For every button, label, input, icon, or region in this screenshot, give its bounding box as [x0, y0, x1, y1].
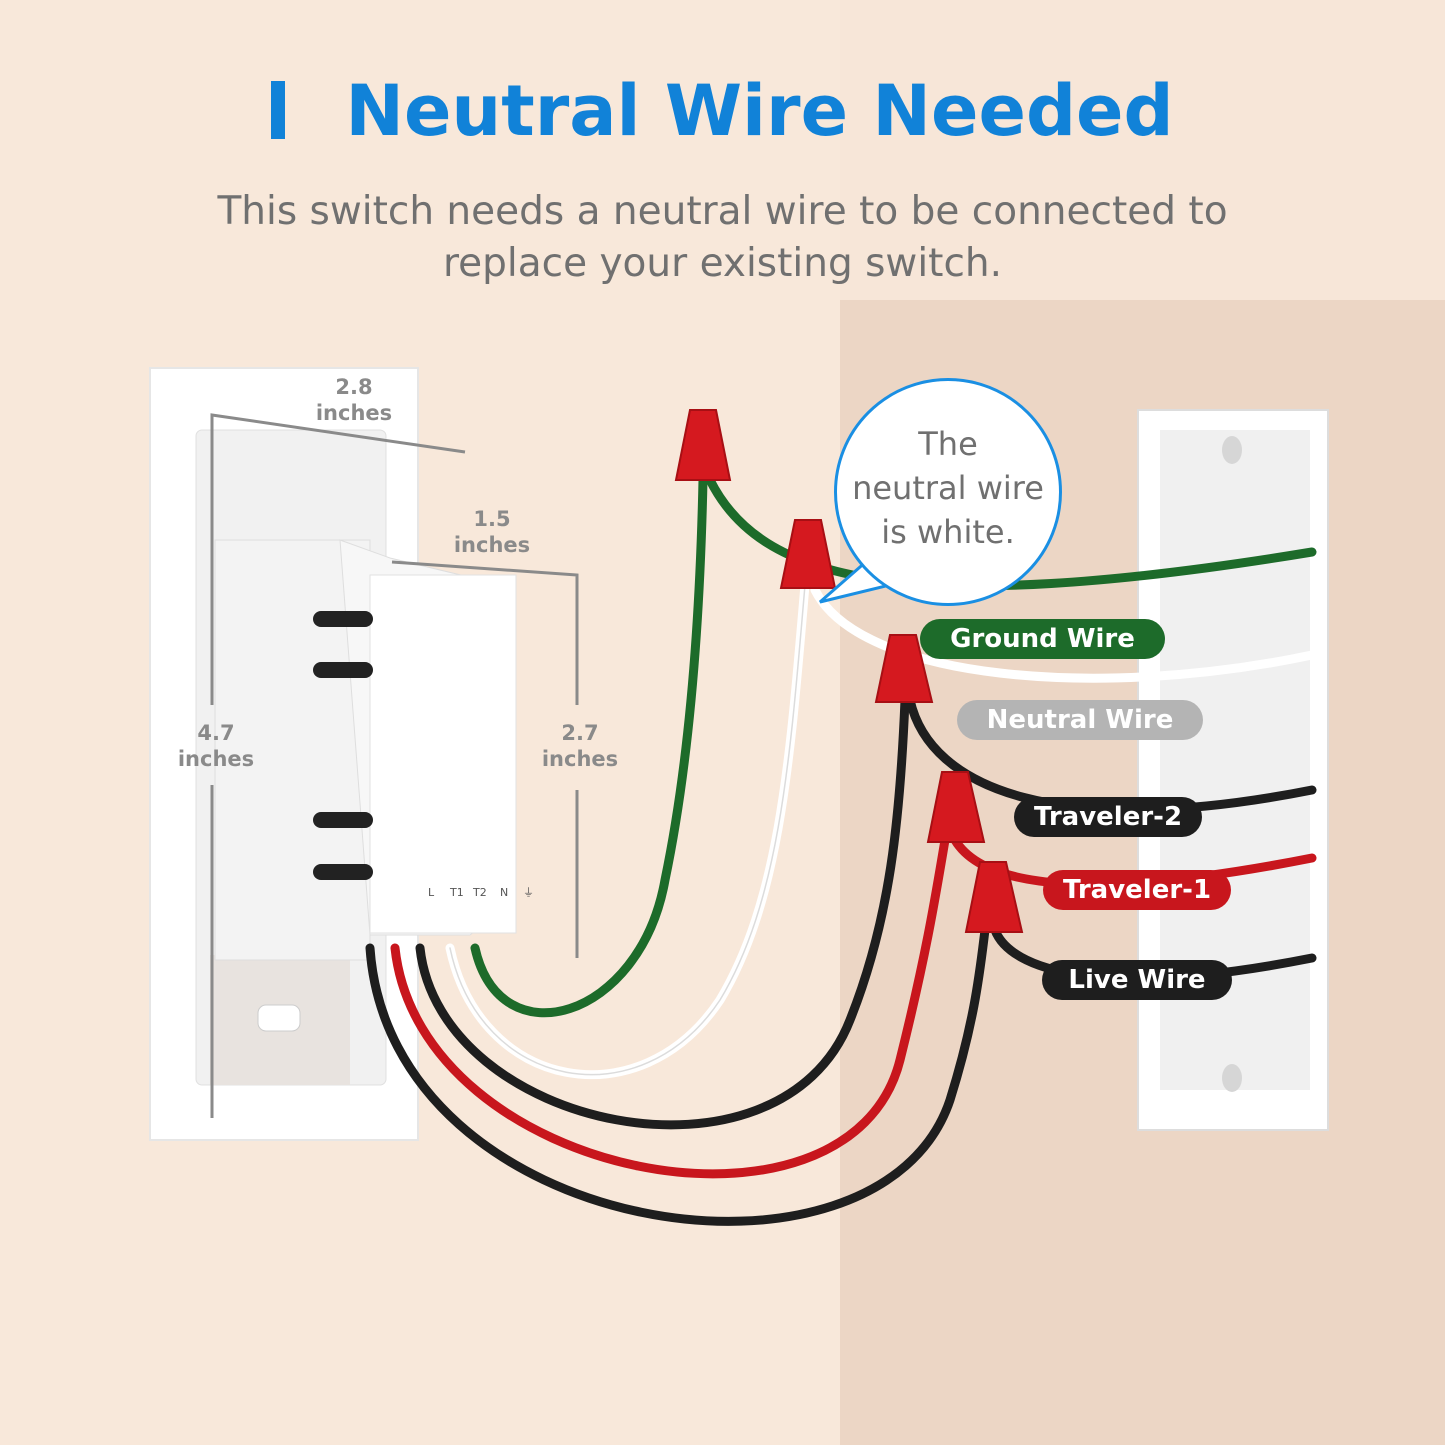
- page-title: Neutral Wire Needed: [0, 70, 1445, 152]
- terminal-label: T1: [450, 886, 464, 899]
- label-live-wire: Live Wire: [1042, 960, 1232, 1000]
- dim-height: 4.7 inches: [177, 721, 255, 771]
- terminal-label: L: [428, 886, 435, 899]
- dim-depth: 1.5 inches: [453, 507, 531, 557]
- dim-module-height: 2.7 inches: [541, 721, 619, 771]
- label-ground-wire: Ground Wire: [920, 619, 1165, 659]
- label-traveler-1: Traveler-1: [1043, 870, 1231, 910]
- label-traveler-2: Traveler-2: [1014, 797, 1202, 837]
- ground-symbol-icon: ⏚: [523, 886, 534, 899]
- terminal-label: T2: [473, 886, 487, 899]
- dimension-lines: [210, 413, 579, 1118]
- subtitle: This switch needs a neutral wire to be c…: [217, 189, 1228, 286]
- speech-bubble: [834, 378, 1062, 606]
- title-bar-icon: [271, 81, 286, 139]
- dim-width-top: 2.8 inches: [315, 375, 393, 425]
- terminal-label: N: [500, 886, 509, 899]
- speech-bubble-text: The neutral wire is white.: [852, 425, 1044, 551]
- wire-nuts: [674, 409, 1024, 933]
- switch-module: [214, 539, 517, 961]
- label-neutral-wire: Neutral Wire: [957, 700, 1203, 740]
- wall-box: [1137, 409, 1329, 1131]
